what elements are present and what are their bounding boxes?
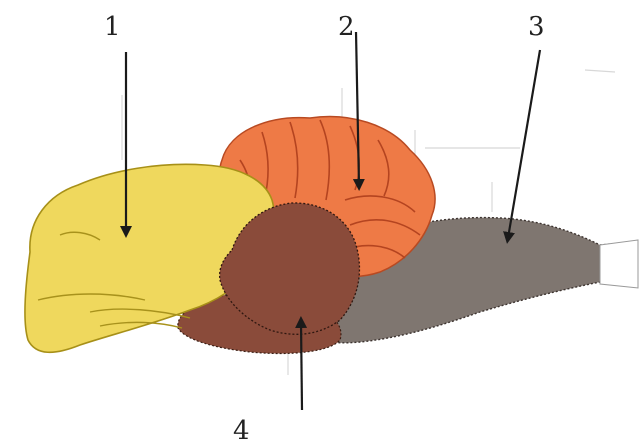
arrow-3 — [508, 50, 540, 238]
label-4: 4 — [233, 418, 250, 443]
label-1: 1 — [104, 14, 121, 40]
arrow-4 — [301, 322, 302, 410]
label-2: 2 — [338, 14, 355, 40]
spinal-cord-end — [600, 240, 638, 288]
label-3: 3 — [528, 14, 545, 40]
